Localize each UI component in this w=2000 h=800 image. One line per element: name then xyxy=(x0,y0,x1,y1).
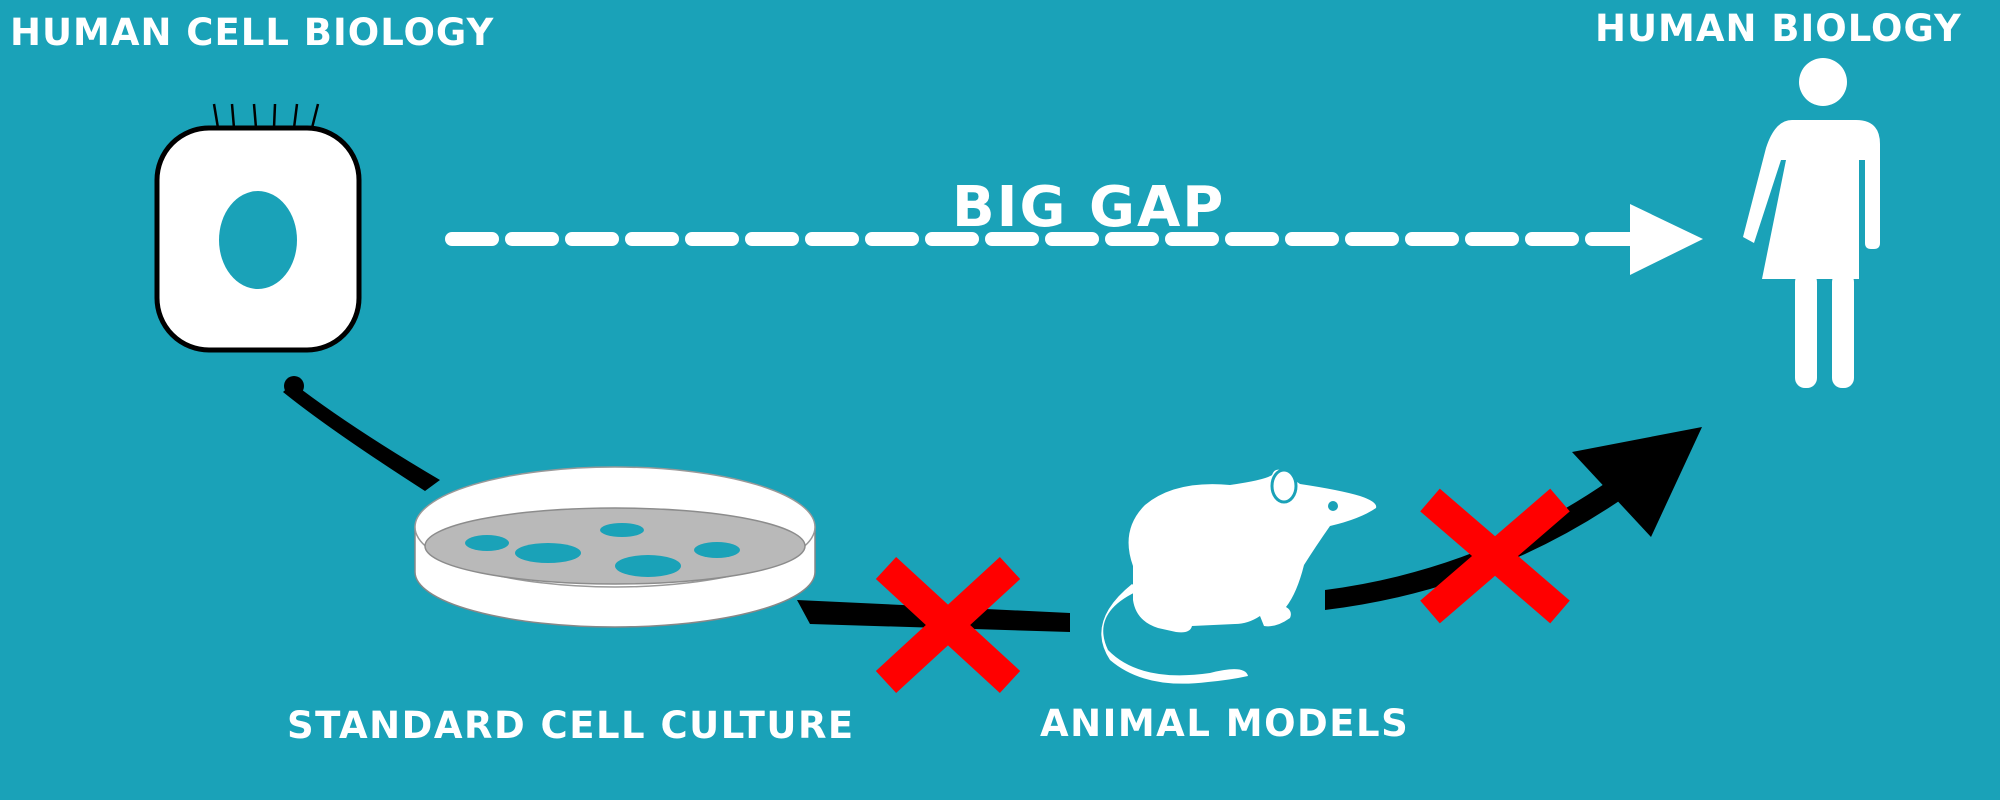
rat-ear xyxy=(1270,468,1298,504)
rat-body xyxy=(1128,469,1377,633)
big-gap-label: BIG GAP xyxy=(952,175,1226,240)
connector-start-dot xyxy=(284,376,304,396)
cell-to-culture-connector xyxy=(283,383,440,491)
rat-tail xyxy=(1101,584,1248,684)
cilia xyxy=(212,103,320,129)
arrow-shaft xyxy=(1325,480,1625,610)
arrow-head xyxy=(1572,427,1702,537)
rat-eye xyxy=(1328,501,1338,511)
human-figure-icon xyxy=(1743,58,1880,388)
dish-medium xyxy=(424,507,806,585)
figure-leg-right xyxy=(1832,272,1854,388)
animal-to-human-arrow xyxy=(1325,427,1702,610)
red-x-icon xyxy=(875,556,1021,694)
arrowhead xyxy=(1630,204,1703,275)
cell-nucleus xyxy=(219,191,297,289)
rat-icon xyxy=(1101,468,1377,684)
standard-cell-culture-label: STANDARD CELL CULTURE xyxy=(287,704,855,747)
red-x-icon xyxy=(1420,488,1570,624)
figure-leg-left xyxy=(1795,272,1817,388)
dish-colonies xyxy=(465,523,740,577)
figure-head xyxy=(1799,58,1847,106)
animal-models-label: ANIMAL MODELS xyxy=(1040,702,1410,745)
petri-dish-icon xyxy=(414,466,816,628)
big-gap-arrow xyxy=(445,204,1703,275)
figure-torso xyxy=(1743,120,1880,279)
human-biology-label: HUMAN BIOLOGY xyxy=(1595,7,1962,50)
human-cell-biology-label: HUMAN CELL BIOLOGY xyxy=(10,11,495,54)
human-cell-icon xyxy=(154,103,362,353)
